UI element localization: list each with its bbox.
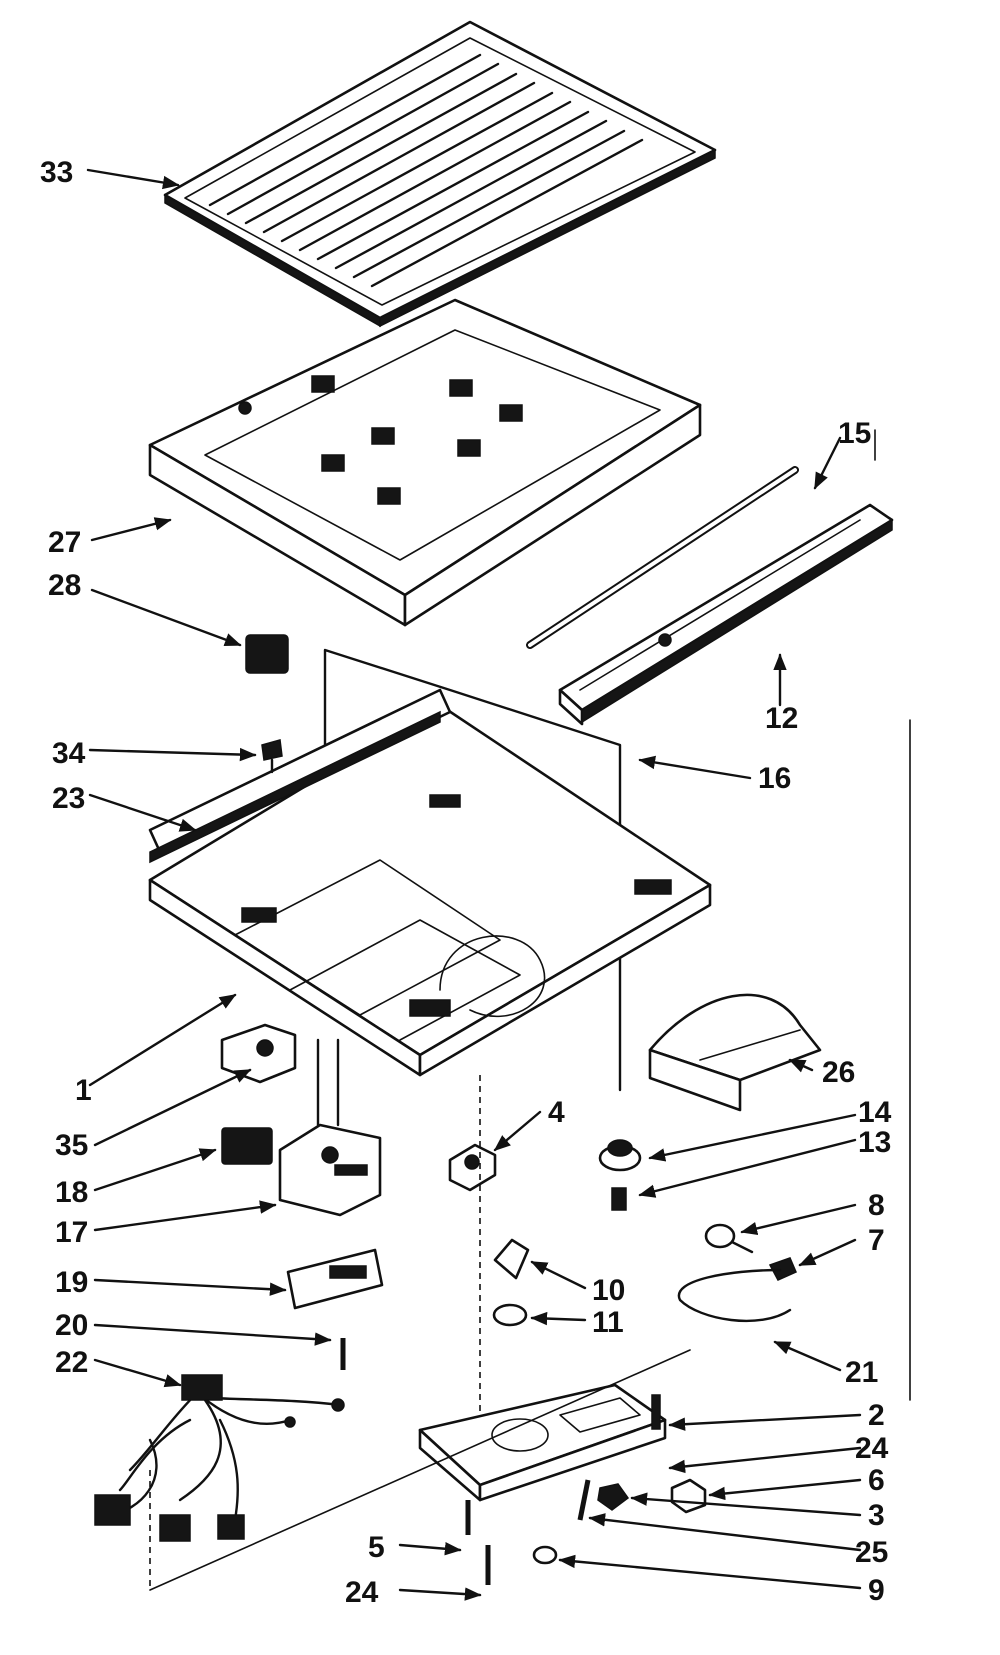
washer-part-9	[532, 1545, 558, 1565]
connector-part-7	[768, 1257, 797, 1281]
thermostat-part-35	[220, 1023, 297, 1084]
cap-part-3	[597, 1483, 630, 1511]
screw-part-24-upper	[651, 1394, 661, 1430]
callout-13: 13	[858, 1126, 891, 1159]
screw-part-25	[577, 1479, 591, 1521]
callout-18: 18	[55, 1176, 88, 1209]
callout-labels: 33 15 27 28 12 34 16 23 26 1 14 35 4 13 …	[40, 156, 892, 1609]
callout-24-lower: 24	[345, 1576, 379, 1609]
callout-11: 11	[592, 1306, 624, 1339]
callout-4: 4	[548, 1096, 565, 1129]
tray-frame-part-27	[148, 298, 702, 627]
callout-19: 19	[55, 1266, 88, 1299]
callout-5: 5	[368, 1531, 385, 1564]
block-part-6	[670, 1478, 707, 1514]
terminal-part-8	[704, 1223, 754, 1254]
screw-part-13	[611, 1187, 627, 1211]
callout-7: 7	[868, 1224, 885, 1257]
callout-16: 16	[758, 762, 791, 795]
callout-35: 35	[55, 1129, 88, 1162]
callout-26: 26	[822, 1056, 855, 1089]
callout-15: 15	[838, 417, 871, 450]
callout-10: 10	[592, 1274, 625, 1307]
callout-25: 25	[855, 1536, 888, 1569]
callout-23: 23	[52, 782, 85, 815]
callout-27: 27	[48, 526, 81, 559]
control-housing-part-17	[278, 1123, 382, 1217]
grille-part-33	[163, 20, 717, 328]
housing-part-1	[148, 688, 712, 1077]
callout-33: 33	[40, 156, 73, 189]
callout-3: 3	[868, 1499, 885, 1532]
callout-21: 21	[845, 1356, 878, 1389]
wiring-harness-part-22	[108, 1393, 342, 1522]
switch-part-18	[221, 1127, 273, 1165]
wire-rod-part-16	[323, 648, 622, 1092]
clip-part-10	[493, 1238, 530, 1280]
mount-part-4	[448, 1143, 497, 1192]
callout-22: 22	[55, 1346, 88, 1379]
screw-part-34	[261, 739, 283, 774]
duct-part-26	[648, 993, 822, 1112]
rod-part-15	[526, 466, 799, 649]
callout-20: 20	[55, 1309, 88, 1342]
grommet-part-14	[598, 1139, 642, 1172]
wire-part-21	[677, 1268, 792, 1323]
callout-24-upper: 24	[855, 1432, 889, 1465]
leader-lines	[86, 168, 862, 1601]
callout-17: 17	[55, 1216, 88, 1249]
cap-part-28	[245, 634, 289, 674]
callout-9: 9	[868, 1574, 885, 1607]
callout-34: 34	[52, 737, 86, 770]
callout-28: 28	[48, 569, 81, 602]
callout-12: 12	[765, 702, 798, 735]
base-pan-part-2	[418, 1383, 667, 1502]
callout-14: 14	[858, 1096, 892, 1129]
callout-8: 8	[868, 1189, 885, 1222]
callout-6: 6	[868, 1464, 885, 1497]
rail-part-12	[558, 503, 894, 726]
bracket-part-19	[286, 1248, 384, 1310]
washer-part-11	[492, 1303, 528, 1327]
callout-2: 2	[868, 1399, 885, 1432]
callout-1: 1	[75, 1074, 92, 1107]
